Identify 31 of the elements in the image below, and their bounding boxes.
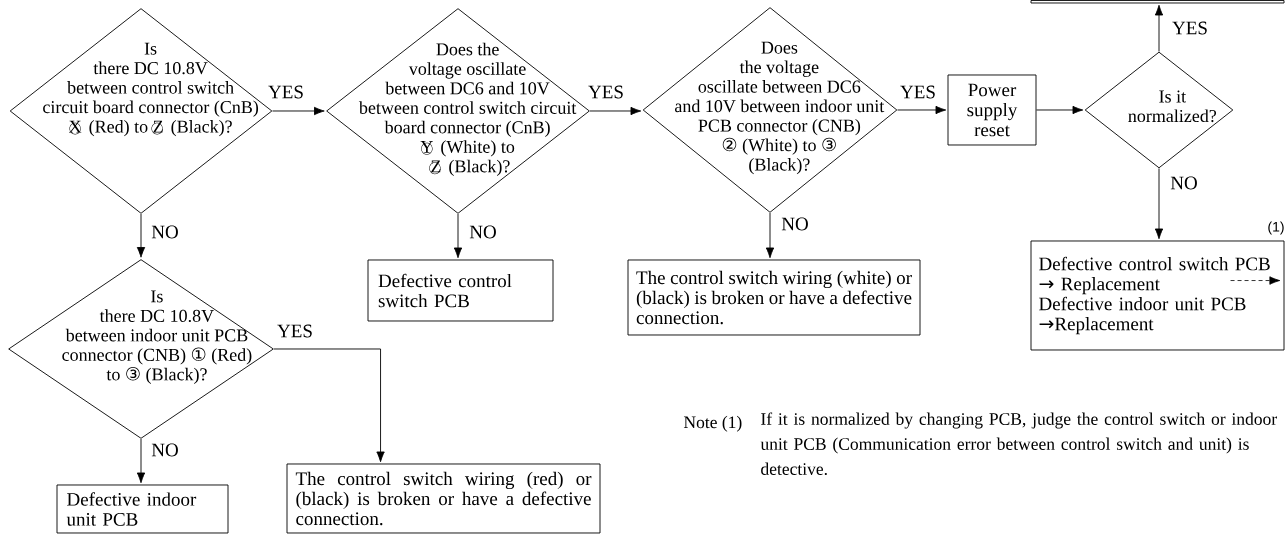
arrow — [1036, 105, 1084, 115]
edge-label: YES — [1171, 20, 1209, 36]
edge-label: NO — [150, 442, 180, 458]
process-box: Defective indoor unit PCB — [56, 484, 229, 534]
box — [1030, 0, 1285, 4]
edge-label: NO — [150, 224, 180, 240]
edge-label: YES — [276, 323, 314, 339]
arrow — [136, 438, 146, 484]
arrow — [273, 348, 385, 463]
note-text: If it is normalized by changing PCB, judge the control switch or indoor unit PCB (Communication error between control switch and unit) is detective. — [760, 412, 1277, 475]
edge-label: YES — [899, 84, 937, 100]
process-box: Defective control switch PCB → Replacement Defective indoor unit PCB →Replacement — [1030, 240, 1285, 351]
arrow — [1154, 168, 1164, 240]
footnote-marker: (1) — [1268, 221, 1284, 235]
edge-label: NO — [780, 216, 810, 232]
arrow — [1154, 4, 1164, 52]
note-label: Note (1) — [683, 415, 742, 432]
arrow — [136, 213, 146, 258]
edge-label: NO — [1169, 175, 1199, 191]
arrow — [453, 213, 463, 259]
dashed-arrow — [1230, 276, 1281, 285]
arrow — [897, 105, 947, 115]
edge-label: YES — [587, 84, 625, 100]
arrow — [589, 106, 642, 116]
process-box: The control switch wiring (red) or (black) is broken or have a defective connection. — [286, 463, 601, 534]
process-box: The control switch wiring (white) or (black) is broken or have a defective connection. — [627, 259, 921, 336]
edge-label: NO — [468, 224, 498, 240]
arrow — [765, 212, 775, 259]
arrow — [272, 106, 325, 116]
process-box: Defective control switch PCB — [367, 259, 554, 322]
process-box: Power supply reset — [947, 74, 1037, 146]
